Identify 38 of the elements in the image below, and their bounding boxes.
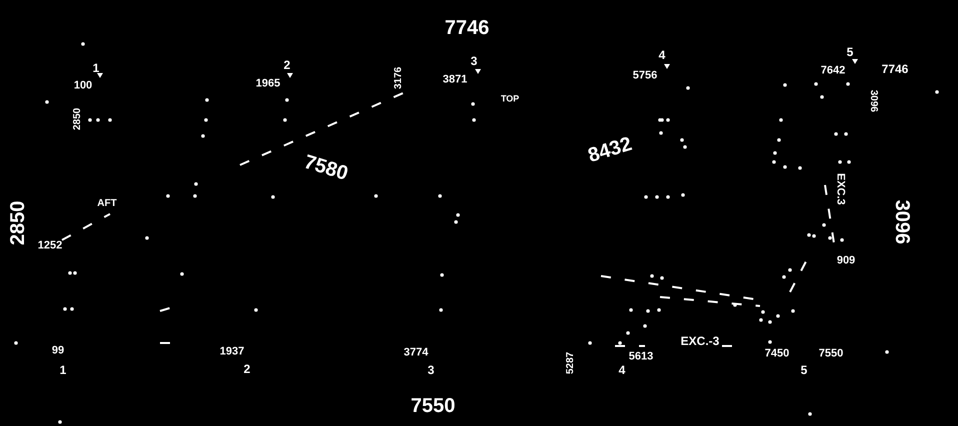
dimension-label: 5756 <box>632 70 658 82</box>
dimension-label: 3871 <box>442 74 468 86</box>
station-number: 1 <box>92 62 100 74</box>
dimension-label: 99 <box>52 346 64 356</box>
dimension-label: 1965 <box>256 78 280 90</box>
station-number: 5 <box>846 46 854 58</box>
dimension-label: 7642 <box>820 66 846 76</box>
station-number: 4 <box>658 49 666 61</box>
dimension-label: 2850 <box>73 108 83 130</box>
dimension-label: 7746 <box>882 63 908 75</box>
dimension-label: 7580 <box>302 152 350 184</box>
dimension-label: 3176 <box>394 66 404 90</box>
dimension-label: 5613 <box>628 352 654 362</box>
area-label: EXC.-3 <box>680 335 720 347</box>
dimension-label: 7550 <box>818 348 844 360</box>
dimension-label: 5287 <box>566 352 576 374</box>
area-label: EXC.3 <box>834 173 846 205</box>
dimension-label: 8432 <box>586 134 634 166</box>
dimension-label: 7746 <box>444 18 490 38</box>
station-number: 1 <box>60 364 66 376</box>
dimension-label: 7550 <box>410 396 456 416</box>
marker-label: TOP <box>500 94 520 104</box>
dimension-label: 7450 <box>764 348 790 360</box>
dimension-label: 3096 <box>868 90 878 112</box>
station-number: 3 <box>470 55 478 67</box>
station-number: 4 <box>618 364 626 376</box>
station-number: 2 <box>244 363 250 375</box>
dimension-label: 3096 <box>892 200 912 244</box>
dimension-label: 3774 <box>404 348 428 358</box>
marker-label: AFT <box>97 199 117 209</box>
station-number: 3 <box>428 364 434 376</box>
station-number: 5 <box>800 364 808 376</box>
dimension-label: 909 <box>836 256 856 266</box>
dimension-label: 2850 <box>8 200 28 246</box>
station-number: 2 <box>284 59 290 71</box>
dimension-label: 1937 <box>220 346 244 358</box>
dimension-label: 100 <box>74 80 92 92</box>
dimension-label: 1252 <box>38 240 62 252</box>
